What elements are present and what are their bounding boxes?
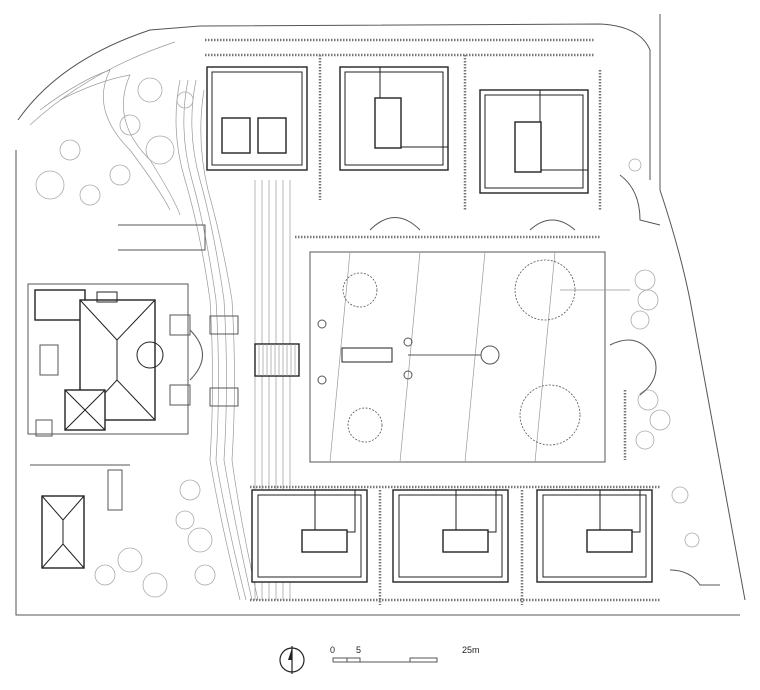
- lodge-building: [30, 464, 130, 569]
- north-arrow-icon: [279, 646, 305, 674]
- scale-bar: [332, 657, 438, 663]
- villa-north-2: [339, 66, 449, 171]
- villa-south-1: [251, 489, 368, 583]
- scale-label-5: 5: [356, 645, 362, 655]
- scale-label-0: 0: [330, 645, 336, 655]
- hedges: [205, 38, 660, 605]
- site-boundary: [15, 14, 746, 616]
- trees: [35, 77, 700, 598]
- stairs: [107, 315, 300, 511]
- scale-label-25m: 25m: [462, 645, 480, 655]
- central-lawn: [309, 251, 606, 463]
- villa-south-2: [392, 489, 509, 583]
- manor-house: [27, 224, 206, 437]
- villa-north-3: [479, 89, 589, 194]
- villa-north-1: [206, 66, 308, 171]
- villa-south-3: [536, 489, 653, 583]
- garden-paths: [369, 174, 720, 586]
